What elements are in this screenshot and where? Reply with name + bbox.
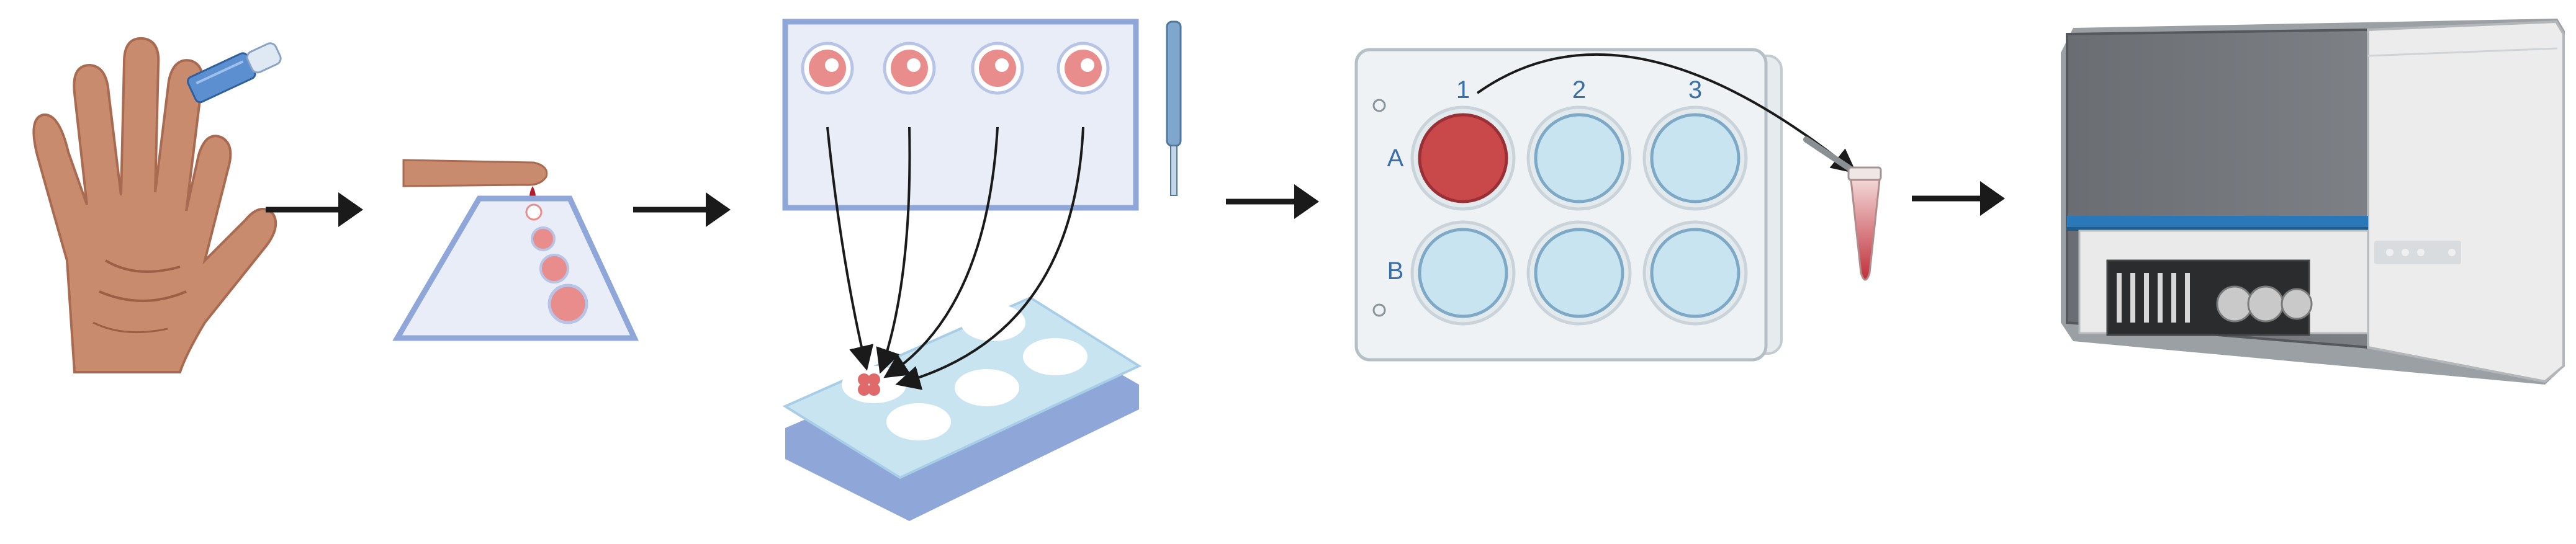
microwell (961, 304, 1025, 341)
six-well-plate-icon: 1 2 3 A B (1354, 48, 1783, 362)
column-label-1: 1 (1456, 76, 1470, 104)
droplet (971, 42, 1024, 95)
analyzer-instrument-icon (2061, 19, 2565, 385)
transfer-arrows (826, 127, 1084, 390)
row-label-a: A (1387, 145, 1404, 172)
droplet-panel (782, 19, 1139, 211)
arrow-right-icon (1226, 184, 1319, 219)
droplet (883, 42, 936, 95)
row-label-b: B (1387, 257, 1404, 285)
well-b2 (1526, 220, 1632, 326)
microwell (886, 403, 951, 440)
hand-icon (32, 37, 277, 373)
dilution-slide-icon (392, 195, 639, 341)
well-b3 (1642, 220, 1748, 326)
lancet-icon (187, 42, 282, 104)
arrow-right-icon (1912, 181, 2005, 216)
transfer-arrow (1476, 53, 1857, 174)
column-label-2: 2 (1572, 76, 1586, 104)
microwell (955, 369, 1019, 406)
microwell (1023, 338, 1088, 375)
status-strip (2067, 216, 2368, 227)
pipette-icon (1166, 20, 1182, 196)
well-a1 (1410, 105, 1516, 211)
microwell-plate-icon (782, 296, 1142, 521)
well-a3 (1642, 105, 1748, 211)
microtube-icon (1803, 136, 1882, 281)
droplet (801, 42, 854, 95)
arrow-right-icon (633, 192, 731, 227)
cell-cluster (858, 373, 880, 396)
arrow-right-icon (266, 192, 363, 227)
column-label-3: 3 (1688, 76, 1702, 104)
finger-icon (402, 159, 548, 187)
well-a2 (1526, 105, 1632, 211)
droplet (1056, 42, 1110, 95)
well-b1 (1410, 220, 1516, 326)
